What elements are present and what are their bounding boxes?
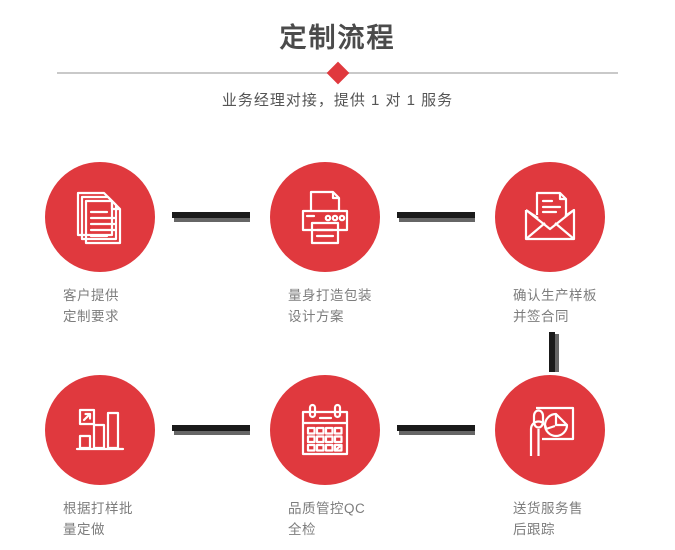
- step-label: 品质管控QC 全检: [288, 501, 366, 537]
- connector-bar: [172, 425, 250, 431]
- step-label: 量身打造包装 设计方案: [288, 288, 372, 324]
- step-label: 送货服务售 后跟踪: [513, 501, 583, 537]
- connector-shadow: [399, 431, 475, 435]
- connector-shadow: [399, 218, 475, 222]
- page-subtitle: 业务经理对接，提供 1 对 1 服务: [221, 92, 454, 109]
- envelope-letter-icon: [524, 191, 576, 241]
- header: 定制流程 业务经理对接，提供 1 对 1 服务: [0, 0, 675, 135]
- title-divider: [57, 61, 618, 85]
- connector-shadow: [174, 218, 250, 222]
- connector-bar: [397, 212, 475, 218]
- calendar-check-icon: [301, 403, 349, 456]
- connector-shadow: [555, 334, 559, 372]
- step-label: 客户提供 定制要求: [63, 288, 119, 324]
- connector-horizontal-2-3: [397, 212, 475, 222]
- step-icon-circle: [270, 162, 380, 272]
- connector-bar: [549, 332, 555, 372]
- step-icon-circle: [495, 375, 605, 485]
- step-icon-circle: [270, 375, 380, 485]
- step-icon-circle: [45, 375, 155, 485]
- documents-icon: [76, 191, 122, 245]
- connector-horizontal-4-5: [172, 425, 250, 435]
- connector-vertical-3-6: [549, 332, 559, 372]
- step-label: 确认生产样板 并签合同: [513, 288, 597, 324]
- connector-bar: [172, 212, 250, 218]
- diamond-icon: [326, 61, 349, 85]
- step-label: 根据打样批 量定做: [63, 501, 133, 537]
- connector-shadow: [174, 431, 250, 435]
- process-steps: 客户提供 定制要求 量身打造包装 设计方案: [0, 150, 675, 550]
- connector-horizontal-1-2: [172, 212, 250, 222]
- bar-chart-growth-icon: [75, 408, 125, 451]
- step-icon-circle: [45, 162, 155, 272]
- step-icon-circle: [495, 162, 605, 272]
- connector-bar: [397, 425, 475, 431]
- presenter-chart-icon: [529, 406, 575, 456]
- printer-icon: [301, 190, 349, 245]
- connector-horizontal-5-6: [397, 425, 475, 435]
- page-title: 定制流程: [279, 23, 396, 53]
